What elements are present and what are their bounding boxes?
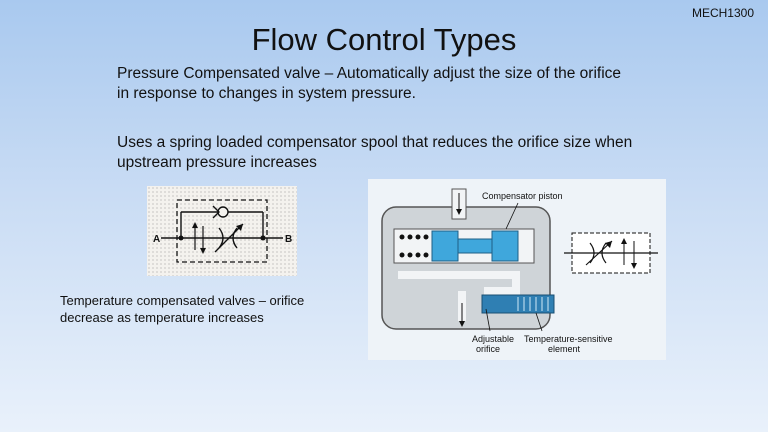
flow-control-symbol: A B — [147, 186, 297, 276]
flow-control-symbol-drawing: A B — [153, 199, 292, 263]
temperature-element-label-line2: element — [548, 344, 581, 354]
compensator-piston-label: Compensator piston — [482, 191, 563, 201]
compensator-diagram-drawing: Compensator piston Adjustable orifice Te… — [381, 188, 658, 354]
course-code: MECH1300 — [691, 6, 754, 20]
temperature-compensated-description: Temperature compensated valves – orifice… — [60, 293, 305, 325]
temperature-element-label-line1: Temperature-sensitive — [524, 334, 613, 344]
port-a-label: A — [153, 234, 160, 245]
adjustable-orifice-label-line1: Adjustable — [472, 334, 514, 344]
adjustable-orifice-label-line2: orifice — [476, 344, 500, 354]
slide-title: Flow Control Types — [251, 22, 517, 57]
port-b-label: B — [285, 234, 292, 245]
pressure-compensated-description: Pressure Compensated valve – Automatical… — [117, 65, 622, 102]
compensator-spool-description: Uses a spring loaded compensator spool t… — [117, 134, 633, 171]
compensator-diagram: Compensator piston Adjustable orifice Te… — [368, 179, 666, 360]
